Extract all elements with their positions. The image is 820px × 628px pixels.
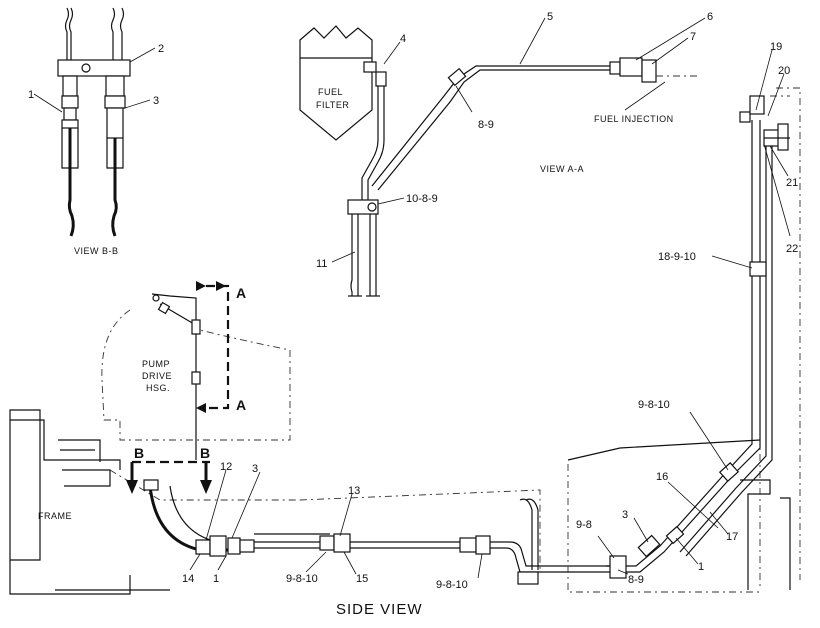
side-view: FRAME PUMP DRIVE HSG. A A B B bbox=[9, 41, 801, 618]
view-a-a: FUEL FILTER 4 5 8-9 6 7 FUEL INJECTION V… bbox=[299, 11, 713, 297]
callout-sv-3-left: 3 bbox=[252, 463, 258, 475]
callout-sv-15: 15 bbox=[356, 573, 368, 585]
callout-sv-1-right: 1 bbox=[698, 561, 704, 573]
callout-sv-14: 14 bbox=[182, 573, 194, 585]
callout-sv-9-8-10-c: 9-8-10 bbox=[436, 579, 468, 591]
callout-sv-22: 22 bbox=[786, 243, 798, 255]
callout-sv-18-9-10: 18-9-10 bbox=[658, 251, 696, 263]
section-b-right: B bbox=[200, 445, 210, 461]
callout-sv-9-8-10-a: 9-8-10 bbox=[638, 399, 670, 411]
callout-vb-3: 3 bbox=[153, 95, 159, 107]
fuel-injection-label: FUEL INJECTION bbox=[594, 114, 674, 124]
callout-sv-21: 21 bbox=[786, 177, 798, 189]
callout-sv-9-8: 9-8 bbox=[576, 519, 592, 531]
callout-vb-2: 2 bbox=[158, 43, 164, 55]
callout-va-6: 6 bbox=[707, 11, 713, 23]
pump-drive-label-3: HSG. bbox=[146, 383, 170, 393]
section-a-bottom: A bbox=[236, 397, 246, 413]
callout-va-10-8-9: 10-8-9 bbox=[406, 193, 438, 205]
callout-va-8-9: 8-9 bbox=[478, 119, 494, 131]
pump-drive-label-2: DRIVE bbox=[142, 371, 172, 381]
callout-va-7: 7 bbox=[690, 31, 696, 43]
callout-sv-13: 13 bbox=[348, 485, 360, 497]
callout-sv-19: 19 bbox=[770, 41, 782, 53]
view-b-caption: VIEW B-B bbox=[74, 246, 119, 256]
view-a-caption: VIEW A-A bbox=[540, 164, 584, 174]
section-b-left: B bbox=[134, 445, 144, 461]
pump-drive-label-1: PUMP bbox=[142, 359, 170, 369]
callout-va-5: 5 bbox=[547, 11, 553, 23]
section-a-top: A bbox=[236, 285, 246, 301]
callout-sv-17: 17 bbox=[726, 531, 738, 543]
view-b-b: 1 2 3 VIEW B-B bbox=[28, 7, 164, 256]
callout-sv-8-9: 8-9 bbox=[628, 574, 644, 586]
callout-sv-1-left: 1 bbox=[213, 573, 219, 585]
side-view-caption: SIDE VIEW bbox=[336, 601, 423, 618]
callout-vb-1: 1 bbox=[28, 89, 34, 101]
callout-sv-16: 16 bbox=[656, 471, 668, 483]
frame-label: FRAME bbox=[38, 511, 72, 521]
fuel-filter-label-1: FUEL bbox=[318, 87, 343, 97]
callout-sv-12: 12 bbox=[220, 461, 232, 473]
callout-sv-3-right: 3 bbox=[622, 509, 628, 521]
callout-sv-9-8-10-b: 9-8-10 bbox=[286, 573, 318, 585]
callout-sv-20: 20 bbox=[778, 65, 790, 77]
callout-va-11: 11 bbox=[316, 258, 327, 270]
fuel-filter-label-2: FILTER bbox=[316, 100, 349, 110]
callout-va-4: 4 bbox=[400, 33, 406, 45]
